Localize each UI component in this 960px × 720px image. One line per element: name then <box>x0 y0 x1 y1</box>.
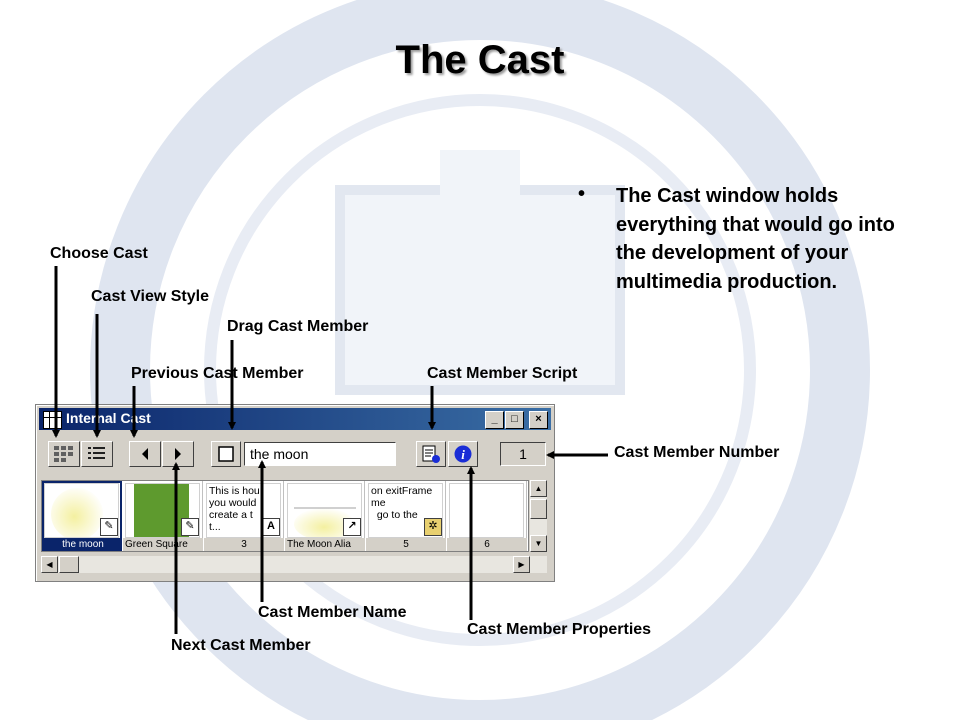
cast-member-properties-button[interactable]: i <box>448 441 478 467</box>
script-member-content: on exitFrame me go to the <box>371 485 433 521</box>
previous-cast-member-button[interactable] <box>129 441 161 467</box>
scroll-right-button[interactable]: ▶ <box>513 556 530 573</box>
callout-previous-cast-member: Previous Cast Member <box>131 365 304 382</box>
triangle-right-icon <box>175 448 181 460</box>
paint-brush-icon: ✎ <box>181 518 199 536</box>
info-icon: i <box>454 445 472 463</box>
callout-cast-member-properties: Cast Member Properties <box>467 621 652 638</box>
cast-window-title: Internal Cast <box>66 410 151 426</box>
choose-cast-button[interactable] <box>48 441 80 467</box>
scroll-left-button[interactable]: ◀ <box>41 556 58 573</box>
horizontal-scrollbar[interactable]: ◀ ▶ <box>41 556 547 573</box>
cast-window-icon <box>43 411 62 429</box>
text-icon: A <box>262 518 280 536</box>
empty-member-slot <box>449 483 524 538</box>
cast-member-grid: ✎ the moon ✎ Green Square This is hou yo… <box>41 480 529 552</box>
behavior-icon: ✲ <box>424 518 442 536</box>
callout-choose-cast: Choose Cast <box>50 245 148 262</box>
square-icon <box>218 446 234 462</box>
scroll-thumb[interactable] <box>530 499 547 519</box>
cast-member-thumb[interactable]: ↗ The Moon Alia <box>285 481 365 551</box>
scroll-down-button[interactable]: ▼ <box>530 535 547 552</box>
list-icon <box>88 447 105 459</box>
maximize-button[interactable]: □ <box>505 411 524 429</box>
close-button[interactable]: × <box>529 411 548 429</box>
callout-cast-member-script: Cast Member Script <box>427 365 578 382</box>
cast-member-label: 5 <box>366 538 446 551</box>
cast-member-label: 6 <box>447 538 527 551</box>
grid-icon <box>54 446 73 462</box>
cast-member-thumb[interactable]: This is hou you would create a t t... A … <box>204 481 284 551</box>
cast-member-thumb[interactable]: ✎ Green Square <box>123 481 203 551</box>
callout-cast-view-style: Cast View Style <box>91 288 209 305</box>
callout-cast-member-number: Cast Member Number <box>614 444 780 461</box>
cast-member-label: the moon <box>42 538 122 551</box>
callout-drag-cast-member: Drag Cast Member <box>227 318 369 335</box>
cast-member-label: Green Square <box>123 538 203 551</box>
text-member-content: This is hou you would create a t t... <box>209 485 260 533</box>
cast-member-name-field[interactable]: the moon <box>244 442 396 466</box>
cast-member-number: 1 <box>500 442 546 466</box>
cast-member-label: The Moon Alia <box>285 538 365 551</box>
cast-member-script-button[interactable] <box>416 441 446 467</box>
next-cast-member-button[interactable] <box>162 441 194 467</box>
script-icon <box>422 445 440 463</box>
cast-member-thumb[interactable]: ✎ the moon <box>42 481 122 551</box>
drag-cast-member-button[interactable] <box>211 441 241 467</box>
paint-brush-icon: ✎ <box>100 518 118 536</box>
callout-cast-member-name: Cast Member Name <box>258 604 407 621</box>
vertical-scrollbar[interactable]: ▲ ▼ <box>530 480 547 552</box>
cast-member-thumb[interactable]: 6 <box>447 481 527 551</box>
cast-window-titlebar[interactable]: Internal Cast _ □ × <box>39 408 551 430</box>
scroll-thumb[interactable] <box>59 556 79 573</box>
scroll-up-button[interactable]: ▲ <box>530 480 547 497</box>
shape-icon: ↗ <box>343 518 361 536</box>
minimize-button[interactable]: _ <box>485 411 504 429</box>
cast-window: Internal Cast _ □ × the moon <box>35 404 555 582</box>
slide-title: The Cast <box>395 38 565 82</box>
triangle-left-icon <box>142 448 148 460</box>
callout-next-cast-member: Next Cast Member <box>171 637 311 654</box>
cast-view-style-button[interactable] <box>81 441 113 467</box>
cast-member-label: 3 <box>204 538 284 551</box>
bullet-point: • The Cast window holds everything that … <box>578 182 908 296</box>
svg-text:i: i <box>461 447 465 462</box>
cast-member-thumb[interactable]: on exitFrame me go to the ✲ 5 <box>366 481 446 551</box>
bullet-text: The Cast window holds everything that wo… <box>616 185 895 293</box>
bullet-dot: • <box>578 183 586 205</box>
